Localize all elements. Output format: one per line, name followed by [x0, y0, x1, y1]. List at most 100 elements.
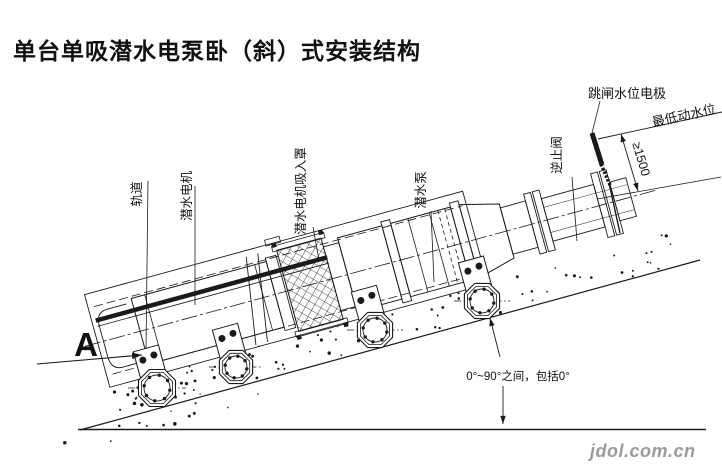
rail-label: 轨道	[130, 181, 144, 207]
motor-label: 潜水电机	[180, 171, 194, 222]
min-submergence-dimension	[620, 133, 639, 192]
stipple-dot	[415, 327, 419, 331]
stipple-dot	[438, 326, 441, 330]
footing-bolt	[240, 374, 244, 378]
outlet-reference-line	[596, 176, 722, 200]
footing-bolt	[383, 321, 387, 325]
stipple-dot	[188, 365, 191, 368]
stipple-dot	[441, 306, 445, 309]
stipple-dot	[664, 234, 668, 238]
footing-octagon	[218, 349, 254, 385]
stipple-dot	[631, 269, 634, 272]
suction-cover-leader	[312, 226, 320, 261]
footing-bolt	[473, 289, 477, 293]
water-level-annotations: ≥1500 最低动水位	[596, 101, 722, 200]
stipple-dot	[613, 254, 616, 257]
footing-bolt	[385, 330, 389, 334]
stipple-dot	[255, 376, 259, 380]
view-a-marker: A	[36, 326, 143, 365]
footing-bolt	[478, 311, 482, 315]
footing-bolt	[162, 396, 167, 401]
footing-octagon-inner	[466, 285, 498, 317]
stipple-dot	[187, 414, 191, 418]
stipple-dot	[140, 403, 144, 407]
angle-dimension: 0°~90°之间，包括0°	[466, 317, 570, 424]
stipple-dot	[277, 367, 280, 370]
stipple-dot	[274, 360, 278, 364]
footing-bolt	[165, 378, 170, 383]
stipple-dot	[391, 313, 394, 316]
stipple-dot	[646, 261, 649, 264]
stipple-dot	[430, 308, 433, 311]
stipple-dot	[109, 440, 112, 443]
stipple-dot	[650, 250, 653, 253]
footing-bolt	[492, 301, 496, 305]
check-valve-label: 逆止阀	[549, 136, 564, 174]
stipple-dot	[546, 290, 548, 293]
stipple-dot	[515, 275, 519, 279]
component-labels: 轨道 潜水电机 潜水电机吸入罩 潜水泵 逆止阀	[130, 136, 578, 350]
stipple-dot	[126, 393, 130, 397]
stipple-dot	[173, 422, 177, 426]
stipple-dot	[530, 290, 534, 293]
footing-bolt	[490, 292, 494, 296]
stipple-dot	[257, 393, 259, 395]
footing-bolt	[482, 287, 486, 291]
footing-bolt	[236, 354, 240, 358]
trip-electrode: 跳闸水位电极	[588, 86, 666, 234]
stipple-dot	[170, 410, 172, 412]
outlet-pipe	[540, 169, 637, 242]
stipple-dot	[194, 402, 197, 405]
footing-bolt-circle	[362, 317, 388, 343]
stipple-dot	[572, 274, 576, 278]
stipple-dot	[145, 425, 148, 427]
footing-bolt	[232, 376, 236, 380]
stipple-dot	[226, 406, 229, 409]
suction-cover-label: 潜水电机吸入罩	[294, 147, 308, 235]
footing-bolt-circle	[469, 288, 495, 314]
stipple-dot	[660, 234, 663, 237]
pump-leader	[430, 210, 435, 283]
stipple-dot	[521, 292, 524, 296]
ground	[63, 234, 706, 445]
stipple-dot	[319, 338, 323, 342]
footing-bolt-circle	[224, 355, 248, 379]
footing-bolt-circle	[143, 374, 171, 402]
footing-bolt	[470, 306, 474, 310]
pump-assembly	[83, 169, 658, 388]
stipple-dot	[436, 314, 439, 317]
stipple-dot	[192, 411, 196, 415]
footing-bolt	[366, 318, 370, 322]
watermark: jdol.com.cn	[588, 441, 696, 461]
rail-leader	[145, 180, 149, 350]
footing-bolt	[380, 338, 384, 342]
stipple-dot	[449, 294, 452, 298]
stipple-dot	[193, 379, 197, 383]
stipple-dot	[309, 350, 311, 353]
footing-bolt	[157, 373, 161, 377]
stipple-dot	[649, 261, 652, 264]
stipple-dot	[327, 351, 331, 355]
stipple-dot	[657, 267, 660, 270]
footing-bolt	[363, 335, 367, 339]
stipple-dot	[183, 392, 186, 395]
stipple-dot	[162, 423, 165, 427]
stipple-dot	[135, 396, 138, 399]
stipple-dot	[498, 311, 502, 315]
stipple-dot	[457, 292, 460, 295]
min-submergence-label: ≥1500	[629, 140, 652, 177]
stipple-dot	[190, 369, 193, 373]
footing-octagon-inner	[141, 372, 173, 404]
stipple-dot	[132, 401, 137, 406]
stipple-dot	[669, 243, 672, 246]
stipple-dot	[63, 441, 67, 445]
footing-bolt	[168, 388, 172, 392]
footing-bolt	[225, 371, 229, 375]
stipple-dot	[192, 389, 195, 391]
footing-bolt	[228, 356, 232, 360]
suction-cover	[264, 229, 349, 341]
stipple-dot	[295, 344, 300, 348]
stipple-dot	[131, 389, 135, 393]
stipple-dot	[329, 330, 332, 333]
